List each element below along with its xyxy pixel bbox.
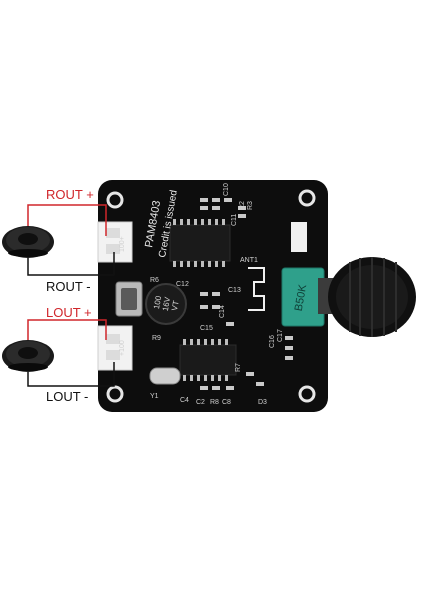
- silk-c13: C13: [228, 287, 241, 294]
- crystal: [149, 367, 181, 385]
- silk-c17: C17: [277, 329, 284, 342]
- lout-minus-label: LOUT -: [46, 389, 89, 404]
- silk-r2: R2: [239, 201, 246, 210]
- silk-r6: R6: [150, 277, 159, 284]
- volume-knob: [318, 257, 416, 337]
- mounting-hole-icon: [298, 385, 316, 403]
- silk-r3: R3: [247, 201, 254, 210]
- mounting-hole-icons: [106, 189, 316, 403]
- mounting-hole-icon: [298, 189, 316, 207]
- smd-components: [200, 198, 293, 390]
- mounting-hole-icon: [106, 385, 124, 403]
- white-pad: [291, 222, 307, 252]
- bluetooth-chip: [179, 344, 237, 376]
- wire-rout-minus: [27, 252, 115, 276]
- silk-c11: C11: [231, 214, 238, 226]
- silk-r8: R8: [210, 399, 219, 406]
- silk-c14: C14: [219, 305, 226, 318]
- amplifier-chip: [169, 224, 231, 262]
- silk-c12: C12: [176, 281, 189, 288]
- silk-c8: C8: [222, 399, 231, 406]
- wire-rout-plus: [27, 204, 107, 236]
- capacitor: [145, 283, 187, 325]
- rout-minus-label: ROUT -: [46, 279, 91, 294]
- silk-c16: C16: [269, 335, 276, 348]
- silk-y1: Y1: [150, 393, 159, 400]
- speaker-icon: [2, 340, 54, 372]
- silk-c10: C10: [223, 183, 230, 196]
- silk-c15: C15: [200, 325, 213, 332]
- mounting-hole-icon: [106, 191, 124, 209]
- capacitor-line-3: VT: [170, 300, 181, 312]
- antenna-trace: [248, 267, 265, 311]
- silk-100-top: 100+: [119, 236, 126, 252]
- silk-c4: C4: [180, 397, 189, 404]
- connector-left-channel: [97, 325, 133, 371]
- lout-plus-label: LOUT +: [46, 305, 92, 320]
- silk-d3: D3: [258, 399, 267, 406]
- wire-lout-plus: [27, 319, 107, 340]
- silk-c2: C2: [196, 399, 205, 406]
- wire-lout-minus: [27, 362, 115, 387]
- silk-100-bottom: +100: [119, 340, 126, 356]
- silk-r7: R7: [235, 363, 242, 372]
- speaker-icon: [2, 226, 54, 258]
- silk-r9: R9: [152, 335, 161, 342]
- antenna-label: ANT1: [240, 257, 258, 264]
- capacitor-line-1: 100: [152, 295, 163, 310]
- potentiometer-label: B50K: [293, 283, 310, 312]
- capacitor-line-2: 16V: [161, 296, 172, 312]
- rout-plus-label: ROUT +: [46, 187, 94, 202]
